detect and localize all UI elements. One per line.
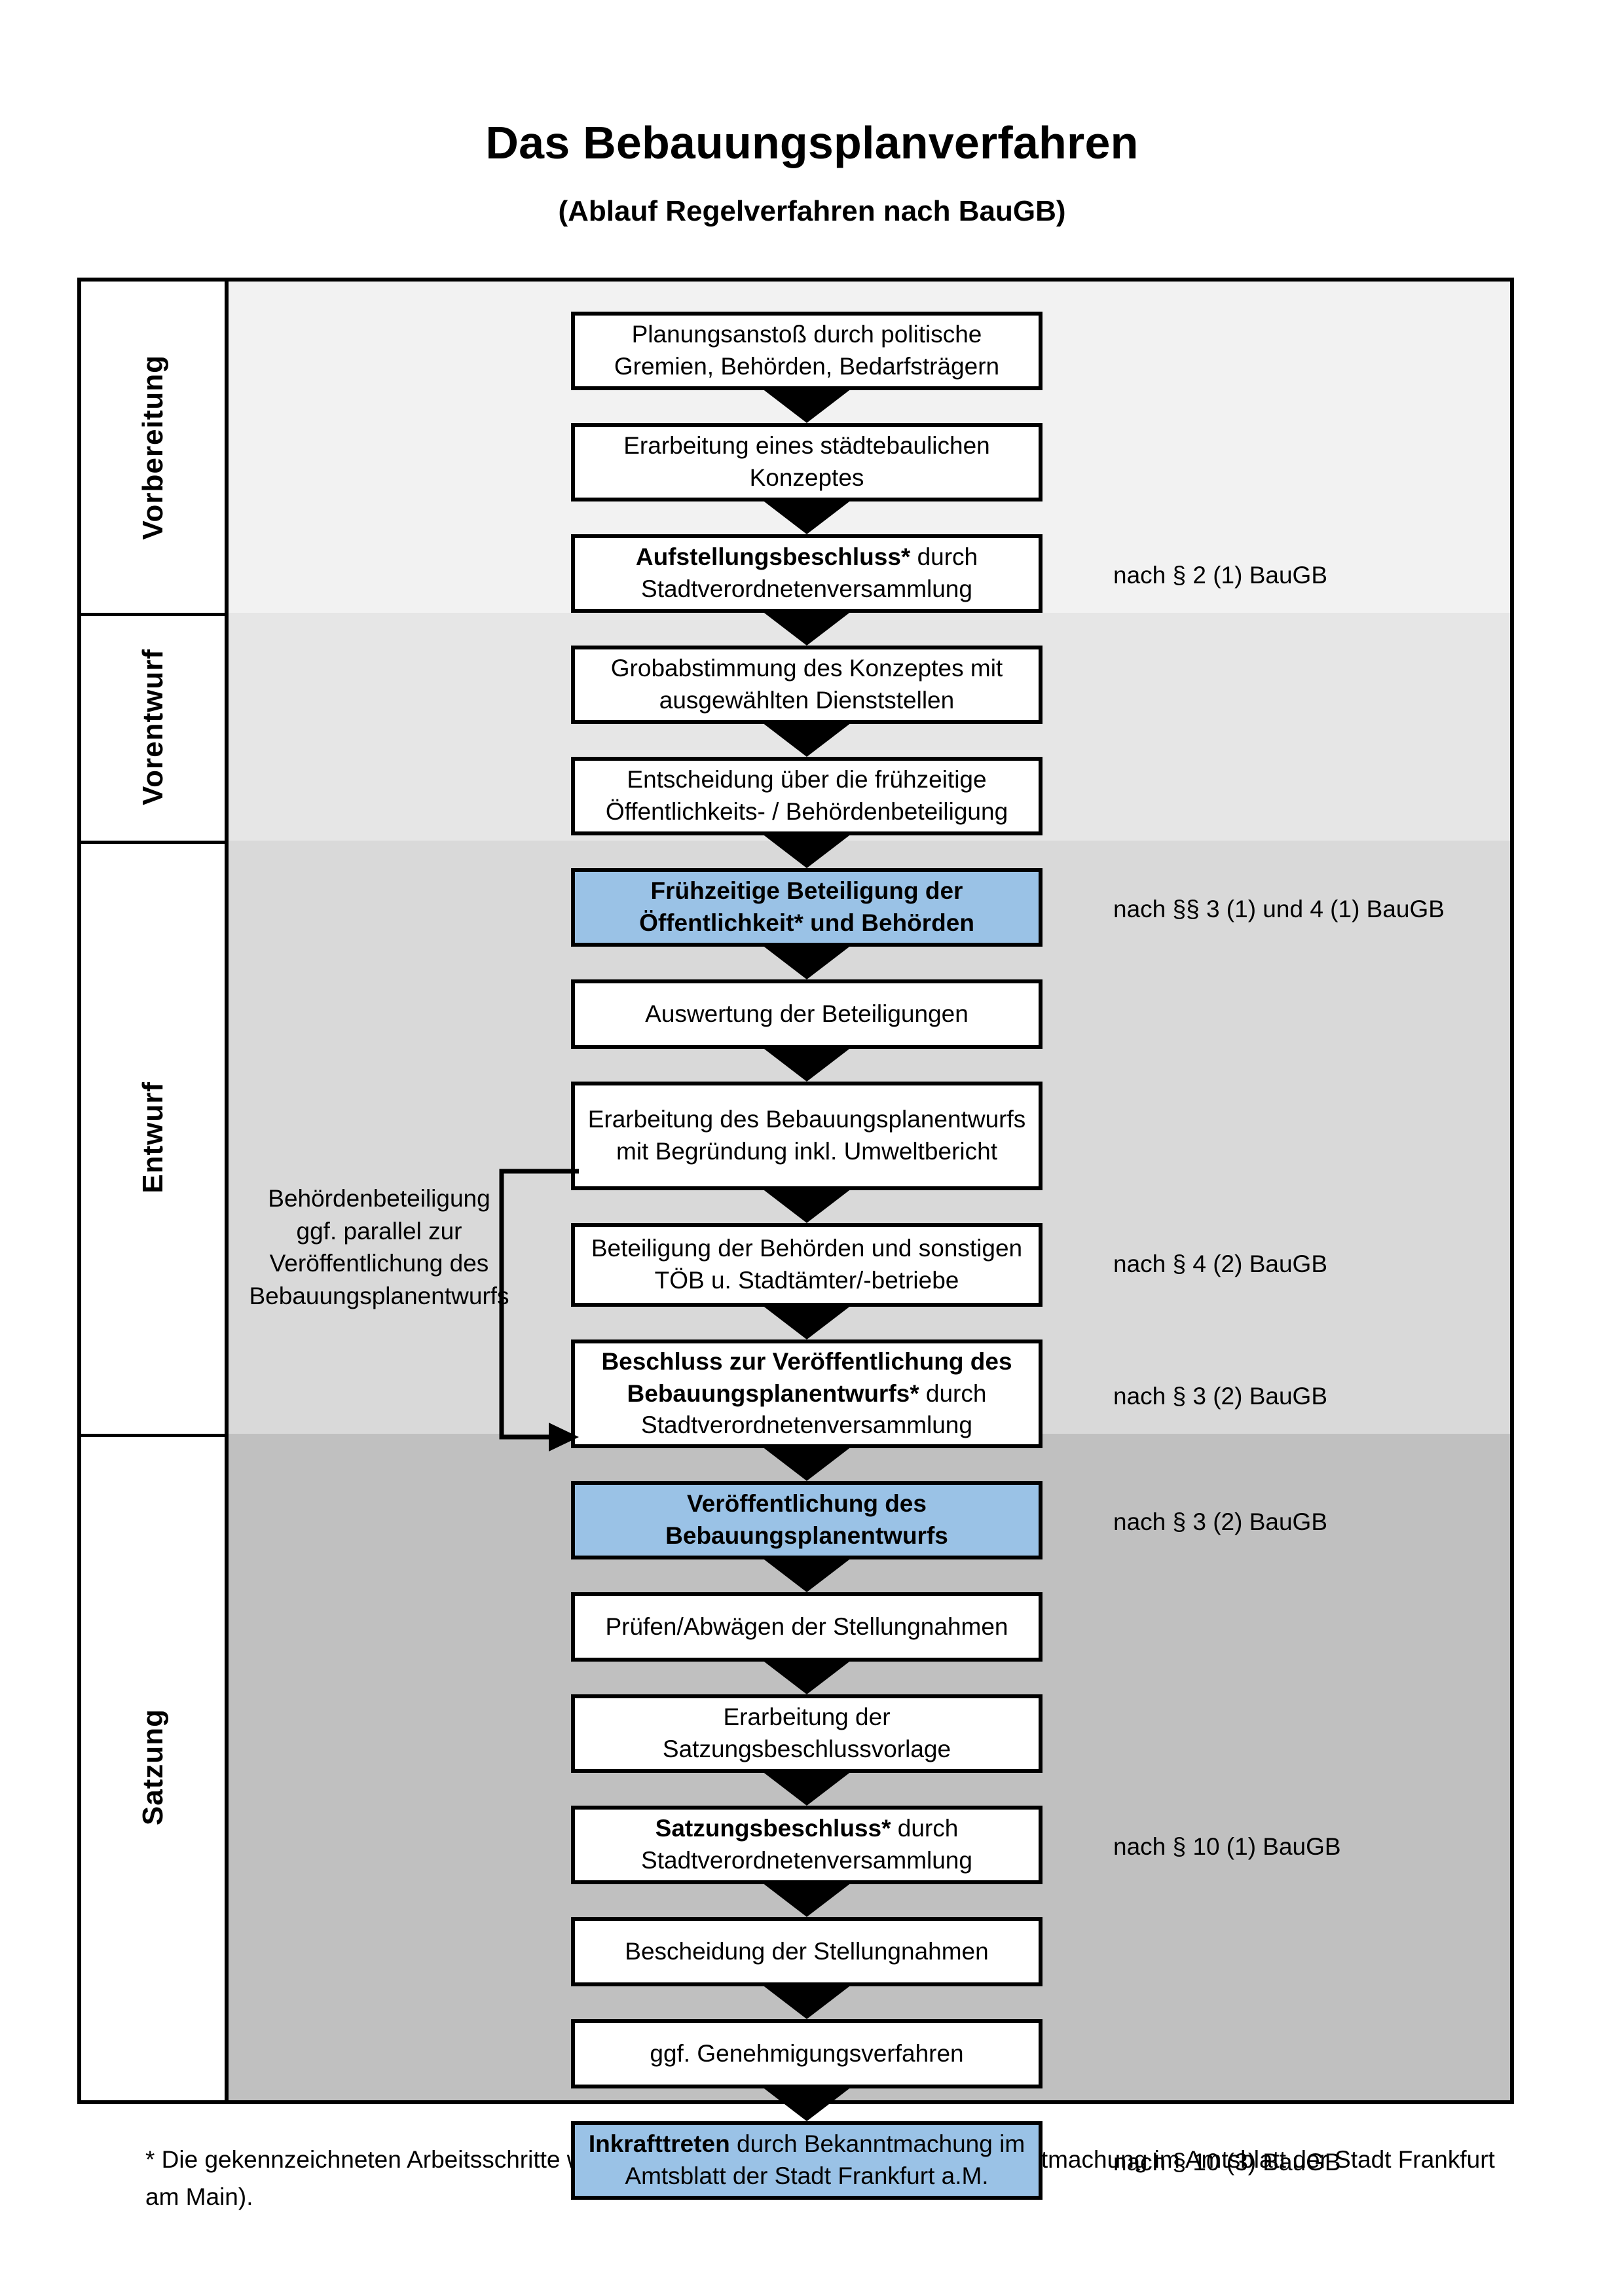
step-text-rest: durch Bekanntmachung im Amtsblatt der St…: [625, 2130, 1025, 2189]
step-text: Veröffentlichung des Bebauungsplanentwur…: [575, 1488, 1039, 1552]
step-box-satzungsvorlage[interactable]: Erarbeitung der Satzungsbeschlussvorlage: [571, 1694, 1043, 1773]
law-ref-3-2-a: nach § 3 (2) BauGB: [1113, 1383, 1328, 1410]
step-box-grobabstimmung[interactable]: Grobabstimmung des Konzeptes mit ausgewä…: [571, 646, 1043, 724]
flow-arrow-down: [759, 498, 855, 534]
phase-label-text: Entwurf: [136, 1081, 169, 1194]
law-ref-10-1: nach § 10 (1) BauGB: [1113, 1833, 1341, 1860]
phase-divider-1: [81, 613, 225, 616]
phase-label-vorentwurf: Vorentwurf: [81, 613, 225, 841]
parallel-connector-arrow: [494, 1165, 579, 1453]
step-box-erarbeitung-entwurf[interactable]: Erarbeitung des Bebauungsplanentwurfs mi…: [571, 1082, 1043, 1190]
step-box-inkrafttreten[interactable]: Inkrafttreten durch Bekanntmachung im Am…: [571, 2121, 1043, 2200]
step-text: Grobabstimmung des Konzeptes mit ausgewä…: [610, 655, 1003, 714]
flow-arrow-down: [759, 831, 855, 868]
step-text: Inkrafttreten durch Bekanntmachung im Am…: [575, 2128, 1039, 2193]
law-ref-10-3: nach § 10 (3) BauGB: [1113, 2149, 1341, 2176]
step-text: Aufstellungsbeschluss* durch Stadtverord…: [575, 541, 1039, 606]
step-box-auswertung[interactable]: Auswertung der Beteiligungen: [571, 979, 1043, 1049]
flow-arrow-down: [759, 2085, 855, 2121]
flow-arrow-down: [759, 1303, 855, 1339]
step-text-bold: Inkrafttreten: [588, 2130, 730, 2158]
step-text: Erarbeitung der Satzungsbeschlussvorlage: [662, 1704, 951, 1762]
flow-arrow-down: [759, 1186, 855, 1223]
step-box-beschluss-veroeffentlichung[interactable]: Beschluss zur Veröffentlichung des Bebau…: [571, 1339, 1043, 1448]
page-subtitle: (Ablauf Regelverfahren nach BauGB): [558, 195, 1066, 227]
step-box-bescheidung[interactable]: Bescheidung der Stellungnahmen: [571, 1917, 1043, 1986]
flow-arrow-down: [759, 943, 855, 979]
phase-divider-3: [81, 1434, 225, 1437]
step-text: Prüfen/Abwägen der Stellungnahmen: [605, 1613, 1008, 1640]
flow-arrow-down: [759, 1880, 855, 1917]
step-box-entscheidung-fruehzeitig[interactable]: Entscheidung über die frühzeitige Öffent…: [571, 757, 1043, 835]
flow-arrow-down: [759, 1658, 855, 1694]
phase-label-vorbereitung: Vorbereitung: [81, 282, 225, 613]
flow-arrow-down: [759, 1444, 855, 1481]
step-box-veroeffentlichung[interactable]: Veröffentlichung des Bebauungsplanentwur…: [571, 1481, 1043, 1559]
phase-label-satzung: Satzung: [81, 1434, 225, 2100]
step-text: Entscheidung über die frühzeitige Öffent…: [605, 766, 1008, 825]
step-text-bold: Frühzeitige Beteiligung der Öffentlichke…: [639, 877, 974, 936]
step-box-staedtebau-konzept[interactable]: Erarbeitung eines städtebaulichen Konzep…: [571, 423, 1043, 501]
flow-arrow-down: [759, 1769, 855, 1806]
step-text: Beteiligung der Behörden und sonstigen T…: [591, 1235, 1023, 1294]
step-text: Beschluss zur Veröffentlichung des Bebau…: [575, 1346, 1039, 1442]
behoerdenbeteiligung-note: Behördenbeteiligung ggf. parallel zur Ve…: [249, 1185, 509, 1309]
phase-label-text: Vorentwurf: [136, 648, 169, 805]
step-text: Frühzeitige Beteiligung der Öffentlichke…: [575, 875, 1039, 939]
phase-label-text: Satzung: [136, 1708, 169, 1826]
step-text-rest: durch Stadtverordnetenversammlung: [641, 1815, 972, 1874]
step-text: ggf. Genehmigungsverfahren: [650, 2039, 964, 2067]
law-ref-2-1: nach § 2 (1) BauGB: [1113, 562, 1328, 589]
step-text-rest: durch Stadtverordnetenversammlung: [641, 1379, 987, 1439]
step-box-satzungsbeschluss[interactable]: Satzungsbeschluss* durch Stadtverordnete…: [571, 1806, 1043, 1884]
step-box-pruefen-abwaegen[interactable]: Prüfen/Abwägen der Stellungnahmen: [571, 1592, 1043, 1662]
step-text-bold: Beschluss zur Veröffentlichung des Bebau…: [601, 1347, 1012, 1407]
step-box-planungsanstoss[interactable]: Planungsanstoß durch politische Gremien,…: [571, 312, 1043, 390]
flowchart-frame: Vorbereitung Vorentwurf Entwurf Satzung …: [77, 278, 1514, 2200]
phase-divider-2: [81, 841, 225, 844]
step-text: Planungsanstoß durch politische Gremien,…: [614, 321, 1000, 380]
phase-label-text: Vorbereitung: [136, 354, 169, 540]
page-title: Das Bebauungsplanverfahren: [485, 117, 1139, 168]
step-text: Satzungsbeschluss* durch Stadtverordnete…: [575, 1813, 1039, 1877]
step-text-bold: Aufstellungsbeschluss*: [635, 543, 911, 571]
flow-arrow-down: [759, 720, 855, 757]
flow-arrow-down: [759, 1556, 855, 1592]
step-box-beteiligung-behoerden[interactable]: Beteiligung der Behörden und sonstigen T…: [571, 1223, 1043, 1307]
phase-label-entwurf: Entwurf: [81, 841, 225, 1434]
flow-arrow-down: [759, 1982, 855, 2019]
step-text-rest: durch Stadtverordnetenversammlung: [641, 543, 978, 602]
law-ref-4-2: nach § 4 (2) BauGB: [1113, 1250, 1328, 1277]
step-text: Bescheidung der Stellungnahmen: [625, 1937, 989, 1965]
phase-label-column: Vorbereitung Vorentwurf Entwurf Satzung: [81, 282, 229, 2100]
flow-arrow-down: [759, 386, 855, 423]
step-text: Auswertung der Beteiligungen: [645, 1000, 969, 1027]
step-text: Erarbeitung des Bebauungsplanentwurfs mi…: [587, 1106, 1026, 1165]
flow-arrow-down: [759, 609, 855, 646]
step-text-bold: Veröffentlichung des Bebauungsplanentwur…: [665, 1490, 948, 1549]
step-box-fruehzeitige-beteiligung[interactable]: Frühzeitige Beteiligung der Öffentlichke…: [571, 868, 1043, 947]
law-ref-3-1-4-1: nach §§ 3 (1) und 4 (1) BauGB: [1113, 896, 1445, 922]
step-box-aufstellungsbeschluss[interactable]: Aufstellungsbeschluss* durch Stadtverord…: [571, 534, 1043, 613]
flow-arrow-down: [759, 1045, 855, 1082]
title-block: Das Bebauungsplanverfahren (Ablauf Regel…: [0, 118, 1624, 227]
step-text: Erarbeitung eines städtebaulichen Konzep…: [623, 432, 990, 491]
step-text-bold: Satzungsbeschluss*: [655, 1815, 891, 1842]
step-box-genehmigungsverfahren[interactable]: ggf. Genehmigungsverfahren: [571, 2019, 1043, 2088]
law-ref-3-2-b: nach § 3 (2) BauGB: [1113, 1508, 1328, 1535]
